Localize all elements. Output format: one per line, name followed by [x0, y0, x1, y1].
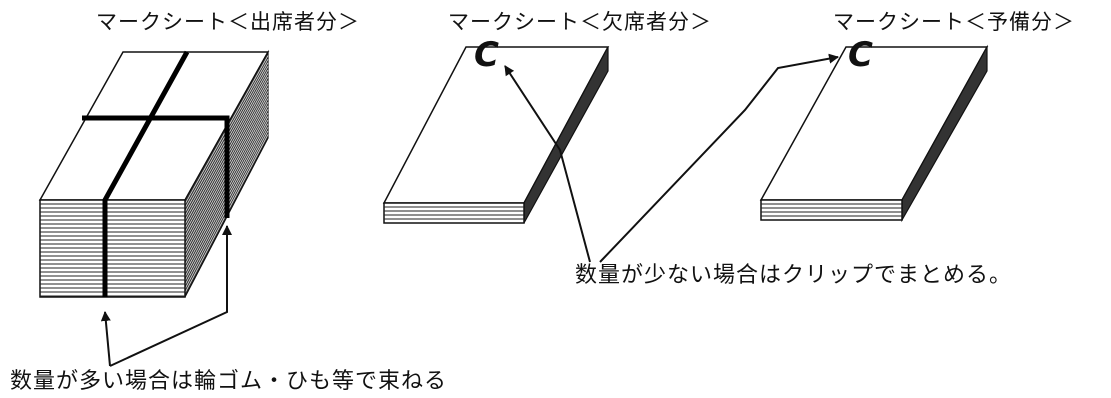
absentee-sheets-label: マークシート＜欠席者分＞ [448, 10, 712, 34]
attendee-sheets-label: マークシート＜出席者分＞ [96, 10, 360, 34]
attendee-stack [38, 49, 270, 298]
absentee-packet [382, 46, 610, 224]
arrow-to-spare-clip [599, 53, 839, 263]
paper-clip-icon: C [474, 35, 499, 75]
band-note: 数量が多い場合は輪ゴム・ひも等で束ねる [10, 369, 448, 394]
attendee-stack-front [39, 199, 186, 298]
clip-note: 数量が少ない場合はクリップでまとめる。 [575, 263, 1013, 288]
leader-lines [100, 53, 839, 367]
arrow-to-front-band [100, 311, 111, 367]
spare-packet [759, 44, 989, 223]
paper-clip-icon: C [848, 35, 873, 75]
spare-sheets-label: マークシート＜予備分＞ [833, 10, 1075, 34]
spare-packet-front [760, 199, 903, 221]
arrow-to-side-band [109, 225, 232, 367]
absentee-packet-front [383, 202, 525, 224]
band-front [102, 50, 190, 297]
arrow-to-absentee-clip [504, 65, 591, 263]
band-cross [82, 115, 230, 218]
